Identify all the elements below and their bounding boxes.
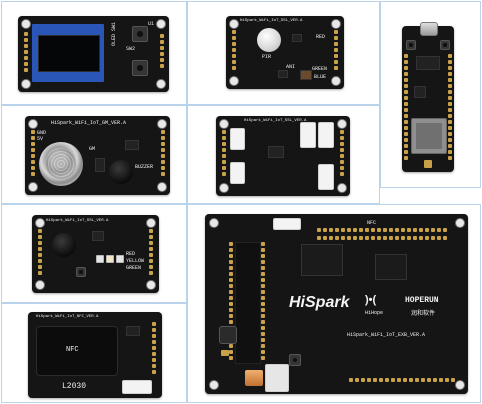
inductor [219, 326, 237, 344]
wifi-module [411, 118, 447, 154]
switch-2 [132, 60, 148, 76]
power-switch [245, 370, 263, 386]
nfc-title: HiSpark_WiFi_IoT_NFC_VER.A [36, 315, 99, 319]
led-yellow [106, 255, 114, 263]
connector-pcb: HiSpark_WiFi_IoT_SSL_VER.A [216, 116, 350, 196]
buzzer [109, 160, 133, 184]
pir-sensor-dome [257, 28, 281, 52]
nfc-model: L2030 [62, 382, 87, 391]
traffic-pcb: HiSpark_WiFi_IoT_SSL_VER.A RED YELLOW GR… [32, 215, 159, 293]
connector-5 [318, 164, 334, 190]
nfc-connector [122, 380, 152, 394]
main-brand: HiSpark [289, 294, 350, 311]
oled-label-1: OLED SW1 [111, 21, 117, 46]
main-bottom-connector [265, 364, 289, 392]
main-pcb: NFC HiSpark HiHope )•( HOPERUN 润和软件 HiSp… [205, 214, 468, 394]
pir-label-blue: BLUE [314, 74, 327, 80]
main-nfc-tag: NFC [367, 220, 377, 226]
traffic-title: HiSpark_WiFi_IoT_SSL_VER.A [46, 219, 109, 223]
pir-pcb: HiSpark_WiFi_IoT_SSL_VER.A PIR RED GREEN… [226, 16, 344, 89]
nfc-coil [36, 326, 118, 376]
core-socket [235, 242, 261, 364]
connector-2 [230, 162, 245, 184]
connector-board-panel: HiSpark_WiFi_IoT_SSL_VER.A [187, 105, 380, 204]
traffic-label-red: RED [126, 251, 136, 257]
nfc-pcb: HiSpark_WiFi_IoT_NFC_VER.A NFC L2030 [28, 312, 162, 398]
traffic-buzzer [52, 233, 76, 257]
oled-pcb: OLED SW1 SW2 U1 [18, 16, 169, 92]
traffic-label-yellow: YELLOW [126, 258, 145, 264]
gas-board-panel: HiSpark_WiFi_IoT_GM_VER.A GND 5V GM BUZZ… [1, 105, 187, 204]
main-title: HiSpark_WiFi_IoT_EXB_VER.A [347, 332, 426, 338]
pir-label-green: GREEN [312, 66, 328, 72]
led-red [96, 255, 104, 263]
nfc-board-panel: HiSpark_WiFi_IoT_NFC_VER.A NFC L2030 [1, 303, 187, 403]
connector-4 [318, 122, 334, 148]
gas-sensor [39, 142, 83, 186]
gas-pcb: HiSpark_WiFi_IoT_GM_VER.A GND 5V GM BUZZ… [25, 116, 170, 195]
led-green [116, 255, 124, 263]
oled-display [38, 35, 100, 72]
usb-typec-port [420, 22, 438, 36]
conn-title: HiSpark_WiFi_IoT_SSL_VER.A [244, 119, 307, 123]
pir-title: HiSpark_WiFi_IoT_SSL_VER.A [240, 19, 303, 23]
core-module-panel [380, 1, 481, 188]
traffic-label-green: GREEN [126, 265, 142, 271]
oled-label-3: U1 [148, 21, 155, 27]
main-sub-brand: HiHope [365, 310, 384, 316]
connector-3 [300, 122, 316, 148]
core-pcb [402, 22, 454, 172]
oled-board-panel: OLED SW1 SW2 U1 [1, 1, 187, 105]
main-board-panel: NFC HiSpark HiHope )•( HOPERUN 润和软件 HiSp… [187, 204, 481, 403]
gas-label-gnd: GND [37, 130, 47, 136]
gas-label-gm: GM [89, 146, 96, 152]
pir-board-panel: HiSpark_WiFi_IoT_SSL_VER.A PIR RED GREEN… [187, 1, 380, 105]
gas-title: HiSpark_WiFi_IoT_GM_VER.A [51, 120, 127, 126]
connector-1 [230, 128, 245, 150]
pir-label-pir: PIR [262, 54, 272, 60]
main-partner: HOPERUN [405, 296, 439, 305]
pir-label-red: RED [316, 34, 326, 40]
gas-label-buzzer: BUZZER [135, 164, 154, 170]
gas-label-5v: 5V [37, 136, 44, 142]
pir-label-ani: ANI [286, 64, 296, 70]
nfc-coil-label: NFC [66, 346, 79, 354]
traffic-board-panel: HiSpark_WiFi_IoT_SSL_VER.A RED YELLOW GR… [1, 204, 187, 303]
main-partner-sub: 润和软件 [411, 310, 436, 317]
oled-label-2: SW2 [126, 46, 136, 52]
switch-1 [132, 26, 148, 42]
main-top-connector [273, 218, 301, 230]
